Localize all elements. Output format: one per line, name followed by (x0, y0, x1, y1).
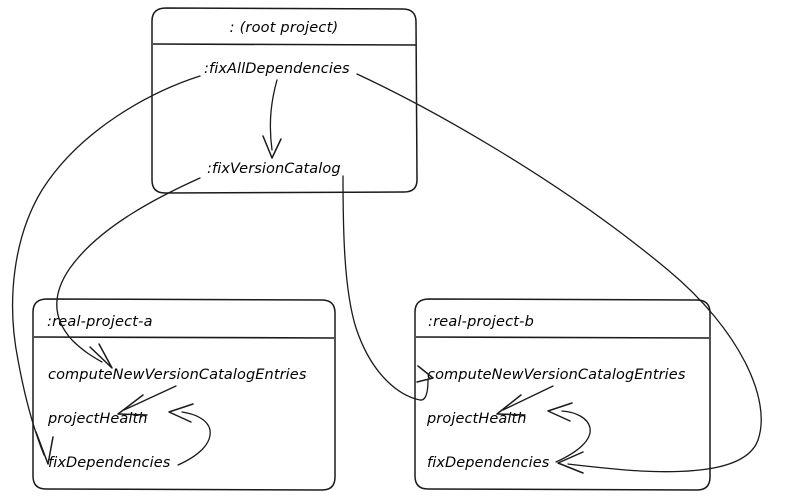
node-root-project[interactable]: : (root project) :fixAllDependencies :fi… (151, 7, 418, 194)
task-b-project-health[interactable]: projectHealth (426, 411, 527, 427)
root-project-title: : (root project) (230, 20, 339, 36)
real-project-b-title: :real-project-b (428, 314, 534, 330)
edge-b-fixdeps-to-b-health (547, 402, 591, 463)
edge-fixversioncatalog-to-a-compute (56, 177, 201, 369)
node-real-project-a[interactable]: :real-project-a computeNewVersionCatalog… (32, 298, 336, 491)
root-project-header-divider (152, 43, 417, 46)
edge-fixversioncatalog-to-b-compute (342, 175, 434, 401)
task-fix-all-dependencies[interactable]: :fixAllDependencies (204, 61, 350, 77)
task-fix-version-catalog[interactable]: :fixVersionCatalog (207, 161, 341, 177)
task-b-compute-new-version-catalog-entries[interactable]: computeNewVersionCatalogEntries (427, 367, 686, 383)
task-a-project-health[interactable]: projectHealth (47, 411, 148, 427)
node-real-project-b[interactable]: :real-project-b computeNewVersionCatalog… (414, 298, 711, 491)
edge-fixalldeps-to-b-fixdeps (356, 73, 762, 474)
real-project-b-header-divider (415, 336, 710, 339)
real-project-a-title: :real-project-a (47, 314, 153, 330)
task-a-fix-dependencies[interactable]: fixDependencies (48, 455, 171, 471)
real-project-a-header-divider (33, 336, 335, 339)
task-a-compute-new-version-catalog-entries[interactable]: computeNewVersionCatalogEntries (48, 367, 307, 383)
edge-fixalldeps-to-a-fixdeps (11, 75, 201, 465)
real-project-a-box-outline (32, 298, 336, 491)
edge-fixalldeps-to-fixversioncatalog (262, 79, 282, 159)
edge-b-health-to-b-compute (496, 385, 554, 416)
task-b-fix-dependencies[interactable]: fixDependencies (427, 455, 550, 471)
real-project-b-box-outline (414, 298, 711, 491)
edge-a-fixdeps-to-a-health (168, 403, 211, 466)
root-project-box-outline (151, 7, 418, 194)
edge-a-health-to-a-compute (117, 385, 177, 416)
